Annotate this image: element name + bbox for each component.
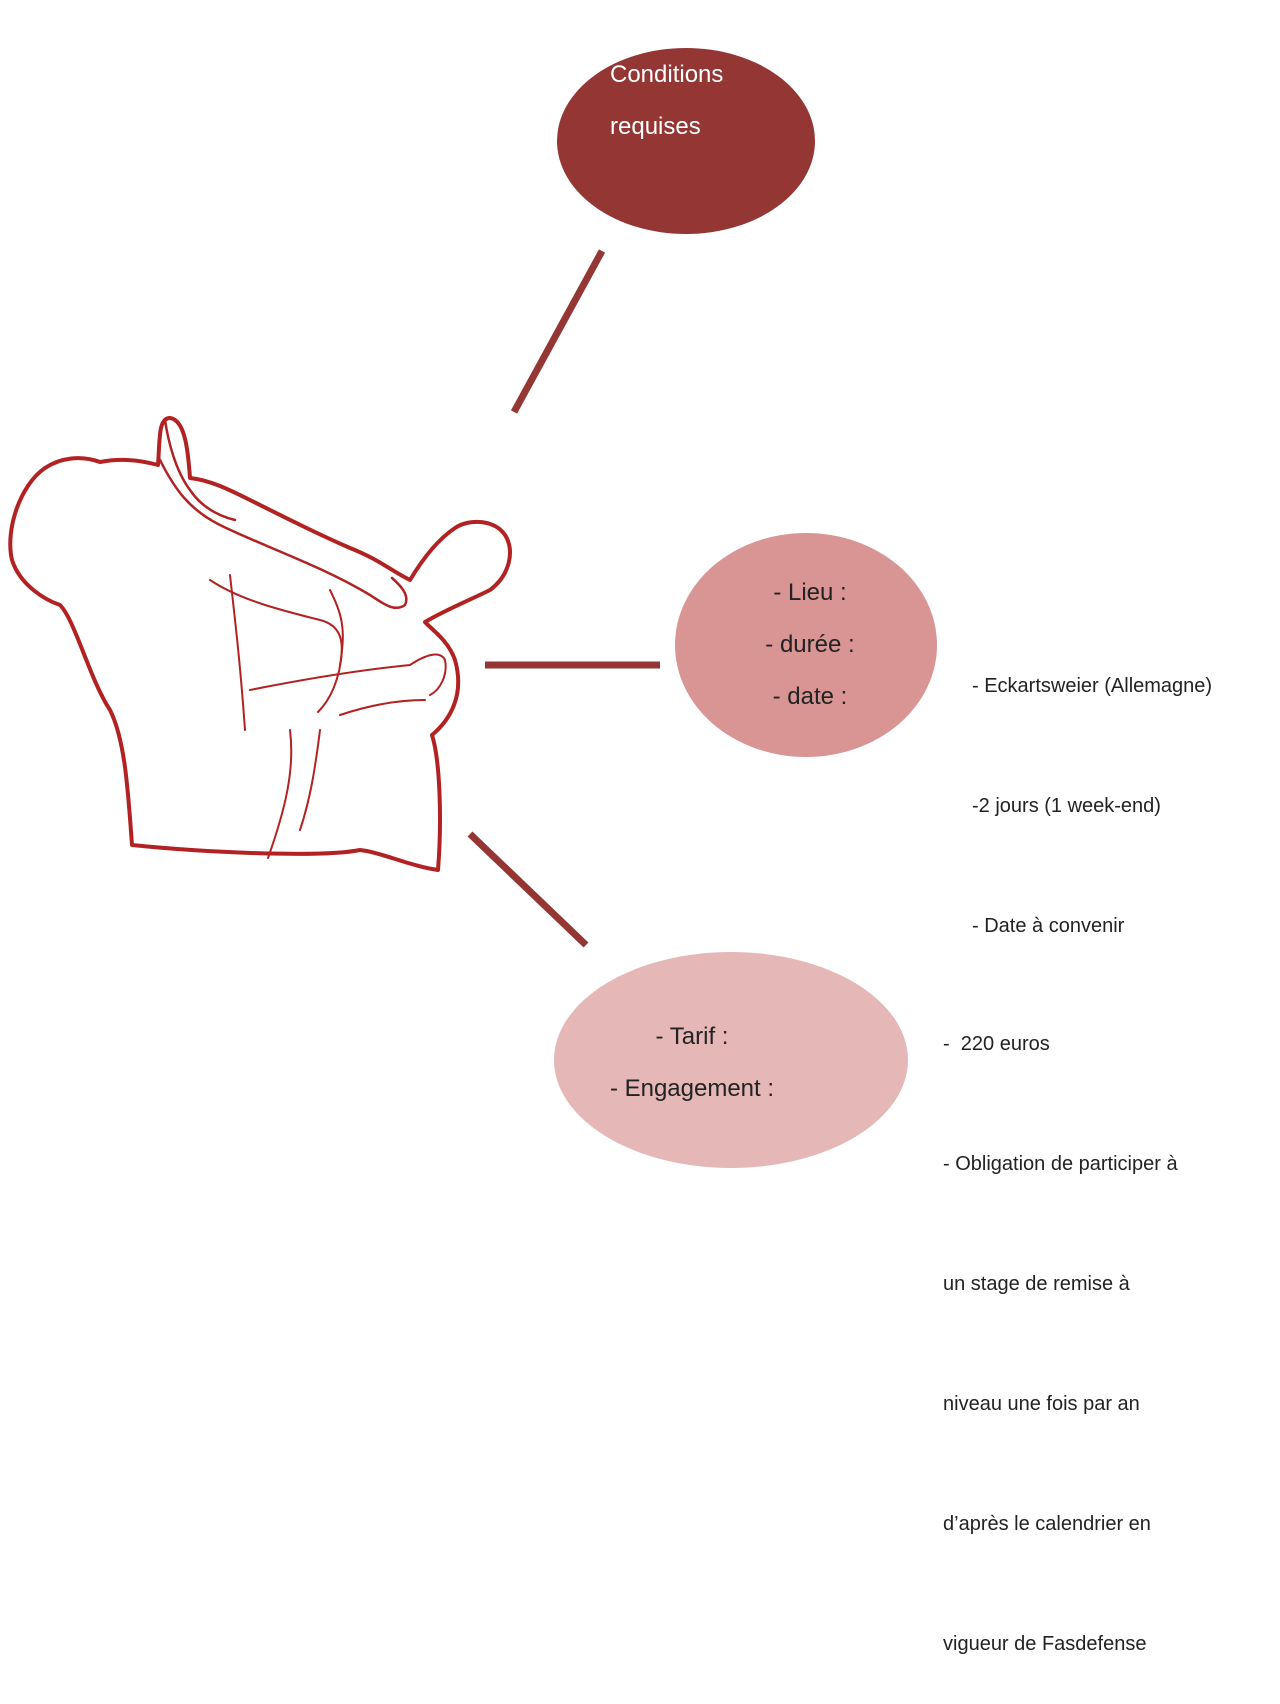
pricing-bubble: - Tarif : - Engagement : bbox=[554, 952, 908, 1168]
raised-arm-icon bbox=[158, 458, 408, 610]
raised-hand-icon bbox=[163, 418, 237, 522]
tarif-label: - Tarif : bbox=[655, 1023, 729, 1050]
leg-line-2-icon bbox=[299, 729, 321, 831]
pricing-details: - 220 euros - Obligation de participer à… bbox=[943, 944, 1178, 1704]
connector-top bbox=[510, 249, 606, 414]
engagement-value-line-3: niveau une fois par an bbox=[943, 1393, 1140, 1415]
front-arm-lower-icon bbox=[339, 699, 426, 716]
engagement-value-line-2: un stage de remise à bbox=[943, 1273, 1130, 1295]
lieu-label: - Lieu : bbox=[773, 579, 847, 606]
shoulder-line-icon bbox=[229, 574, 246, 731]
figure-outline-icon bbox=[8, 416, 512, 872]
duree-label: - durée : bbox=[765, 631, 855, 658]
tarif-value: - 220 euros bbox=[943, 1033, 1050, 1055]
logistics-details: - Eckartsweier (Allemagne) -2 jours (1 w… bbox=[972, 586, 1212, 986]
torso-line-icon bbox=[209, 579, 343, 666]
engagement-value-line-1: - Obligation de participer à bbox=[943, 1153, 1178, 1175]
conditions-bubble: Conditions requises bbox=[557, 48, 815, 234]
bubble-title-line-1: Conditions bbox=[610, 61, 724, 88]
lieu-value: - Eckartsweier (Allemagne) bbox=[972, 675, 1213, 697]
back-curve-icon bbox=[317, 589, 344, 713]
engagement-value-line-4: d’après le calendrier en bbox=[943, 1513, 1151, 1535]
engagement-value-line-5: vigueur de Fasdefense bbox=[943, 1633, 1147, 1655]
date-value: - Date à convenir bbox=[972, 915, 1125, 937]
date-label: - date : bbox=[772, 683, 848, 710]
front-arm-icon bbox=[249, 653, 447, 696]
bubble-title-line-2: requises bbox=[610, 113, 701, 140]
engagement-label: - Engagement : bbox=[609, 1075, 775, 1102]
leg-line-icon bbox=[267, 729, 293, 859]
duree-value: -2 jours (1 week-end) bbox=[972, 795, 1161, 817]
connector-bottom bbox=[467, 831, 589, 948]
logistics-bubble: - Lieu : - durée : - date : bbox=[675, 533, 937, 757]
diagram-canvas bbox=[8, 249, 660, 948]
two-person-stretching-figure-icon bbox=[8, 416, 512, 872]
